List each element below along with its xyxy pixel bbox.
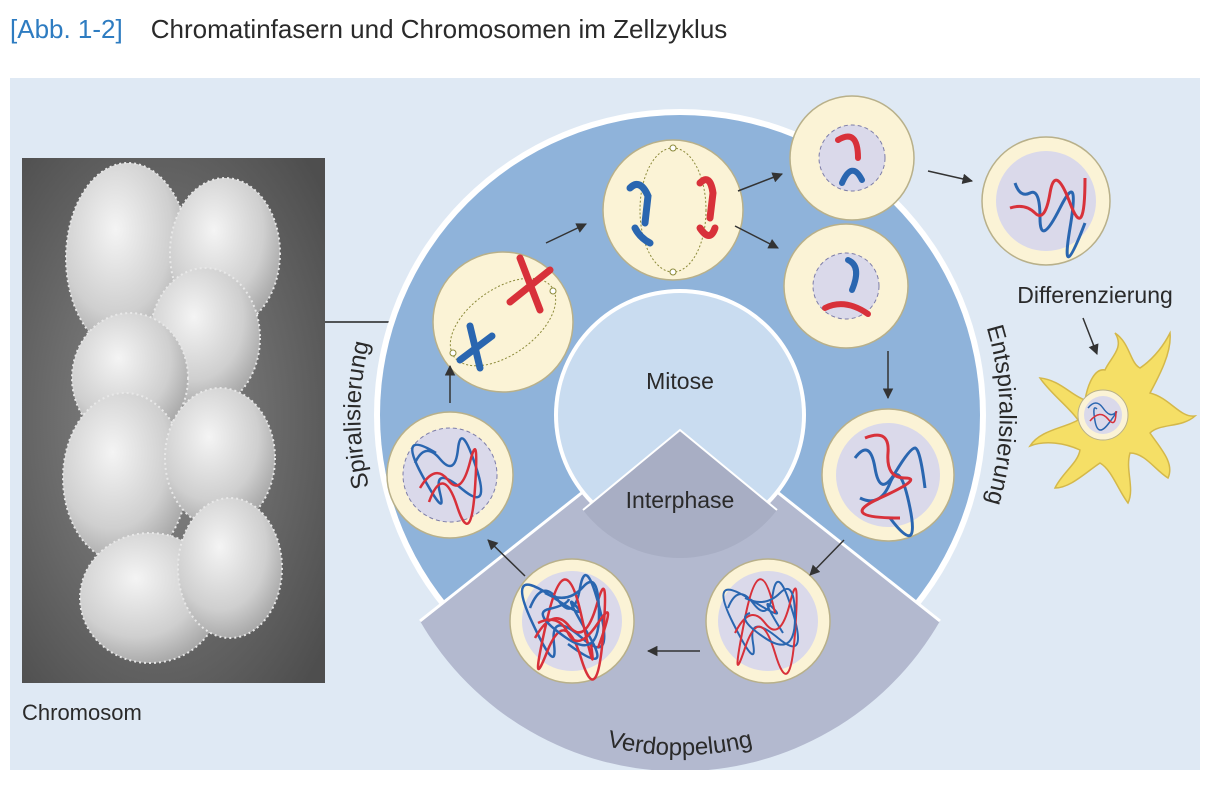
figure-panel: Chromosom Mitose Interphase Spiralisieru…	[10, 78, 1200, 770]
photo-label: Chromosom	[22, 700, 142, 725]
cell-metaphase	[432, 251, 574, 393]
cell-telophase-bottom	[783, 223, 909, 349]
ring-interphase-sector	[420, 415, 940, 770]
neuron-cell	[1028, 330, 1198, 505]
cell-anaphase	[602, 139, 744, 281]
chromosome-photo: Chromosom	[22, 158, 325, 725]
cell-interphase-right	[705, 558, 831, 684]
chromosome-shape	[62, 162, 283, 664]
center-label-interphase: Interphase	[626, 487, 735, 513]
center-mitosis	[558, 293, 802, 537]
cell-cycle-diagram: Chromosom Mitose Interphase Spiralisieru…	[22, 95, 1198, 770]
figure-title: Chromatinfasern und Chromosomen im Zellz…	[150, 14, 728, 44]
cell-interphase-left	[509, 558, 635, 684]
figure-number: [Abb. 1-2]	[10, 14, 123, 44]
ring-label-entspiralisierung: Entspiralisierung	[981, 322, 1021, 509]
figure-header: [Abb. 1-2] Chromatinfasern und Chromosome…	[10, 14, 727, 45]
cell-differentiated	[981, 136, 1111, 266]
label-differenzierung: Differenzierung	[1017, 282, 1173, 308]
cycle-arrows	[444, 170, 1099, 657]
cell-telophase-top	[789, 95, 915, 221]
center-interphase	[583, 430, 777, 559]
cell-coiling	[386, 411, 514, 539]
ring-label-spiralisierung: Spiralisierung	[339, 338, 375, 491]
center-label-mitose: Mitose	[646, 368, 714, 394]
cell-uncoiling	[821, 408, 955, 542]
